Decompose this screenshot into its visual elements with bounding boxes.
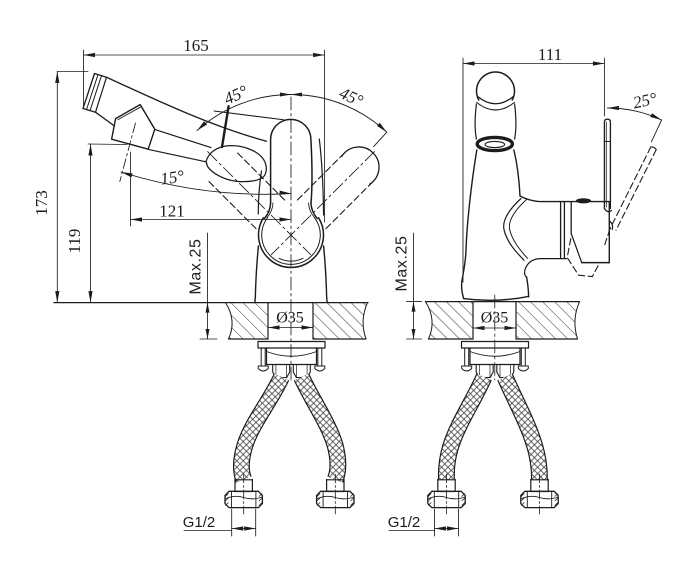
dim-dia35-front: Ø35 xyxy=(267,310,314,330)
dim-25-tilt: 25° xyxy=(607,89,663,143)
dim-119: 119 xyxy=(65,229,84,254)
dim-111-depth: 111 xyxy=(462,45,605,283)
dim-119-height: 119 xyxy=(65,143,128,304)
dim-g12-side: G1/2 xyxy=(388,514,421,531)
front-handle xyxy=(263,118,319,220)
side-handle-tilt-phantom xyxy=(566,146,657,278)
dim-121: 121 xyxy=(159,202,185,221)
dim-15: 15° xyxy=(159,166,185,188)
dim-max25-side: Max.25 xyxy=(394,235,411,291)
dim-max25-side: Max.25 xyxy=(394,232,422,340)
dim-max25-front: Max.25 xyxy=(188,232,218,340)
dim-g12: G1/2 xyxy=(183,514,216,531)
dim-173: 173 xyxy=(32,190,51,216)
dim-g12-front: G1/2 xyxy=(183,508,257,537)
dim-25: 25° xyxy=(631,89,658,113)
front-handle-swing-phantom xyxy=(207,146,380,256)
dim-173-height: 173 xyxy=(32,71,89,304)
dim-121-reach: 121 xyxy=(130,151,292,227)
dim-165: 165 xyxy=(183,36,209,55)
side-deck xyxy=(424,300,581,340)
side-fittings xyxy=(427,473,559,515)
dim-dia35: Ø35 xyxy=(276,310,304,327)
dim-g12-side: G1/2 xyxy=(388,508,459,537)
front-spout xyxy=(82,72,284,183)
dim-max25: Max.25 xyxy=(188,238,205,294)
dim-111: 111 xyxy=(538,45,562,64)
side-hoses xyxy=(437,373,548,480)
dim-165-width: 165 xyxy=(83,36,326,223)
front-fittings xyxy=(224,473,355,515)
front-hoses xyxy=(232,373,347,483)
front-deck xyxy=(53,301,369,340)
dim-15-spout-angle: 15° xyxy=(120,166,292,195)
